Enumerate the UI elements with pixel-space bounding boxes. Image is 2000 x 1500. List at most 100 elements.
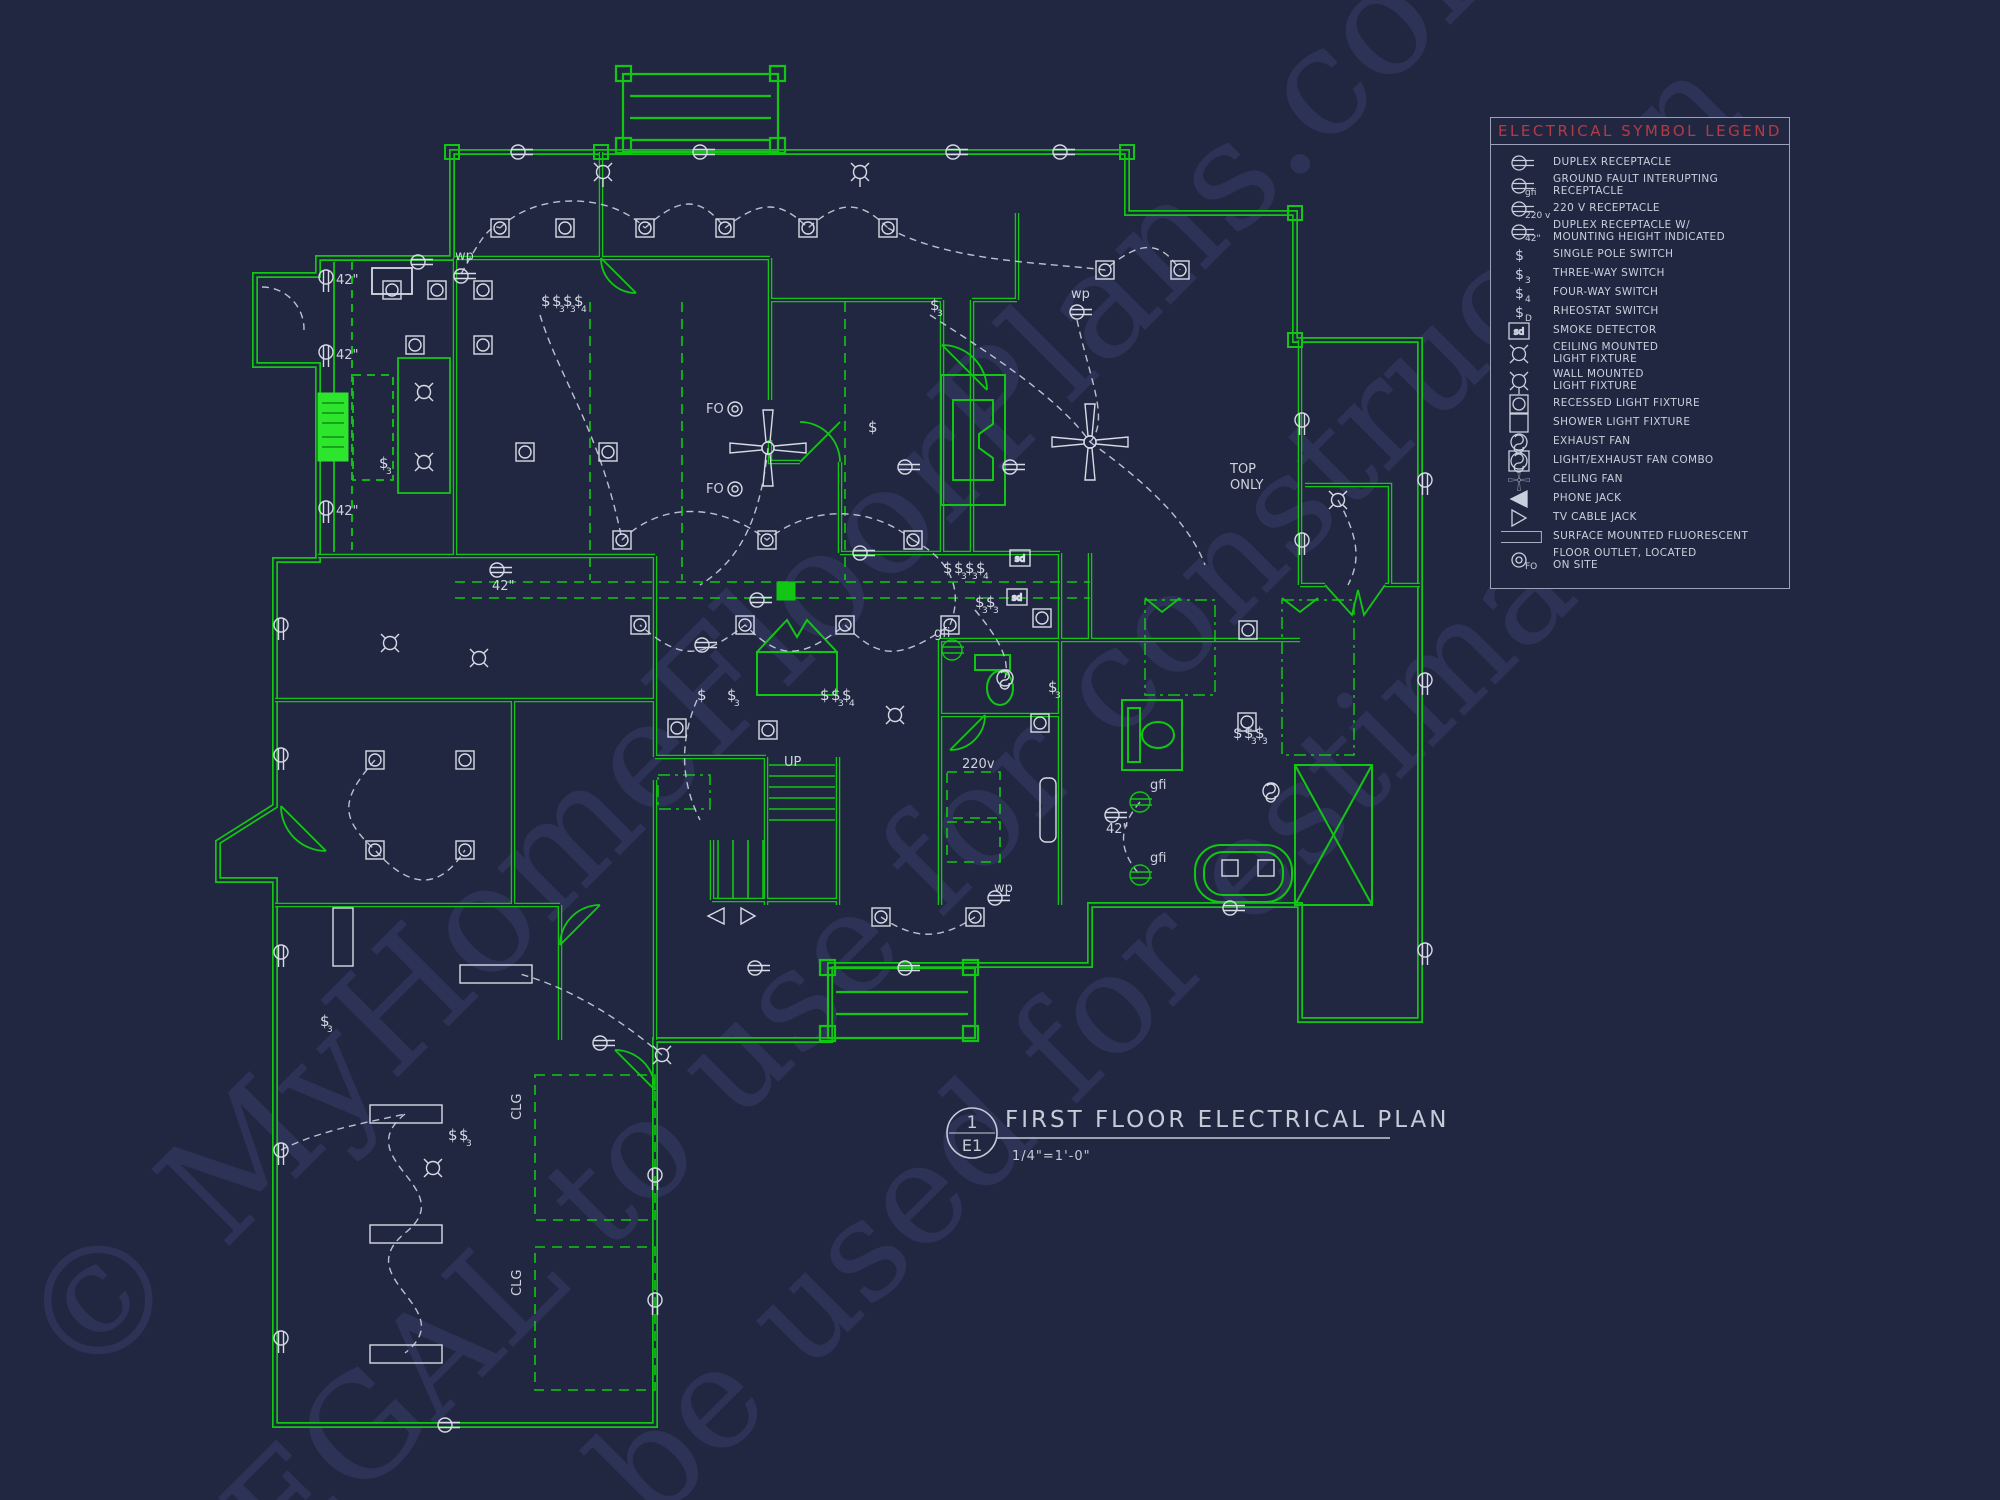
switch-sub: 4 xyxy=(581,305,587,315)
svg-text:3: 3 xyxy=(1525,276,1531,286)
switch-sub: 3 xyxy=(466,1139,472,1149)
svg-text:gfi: gfi xyxy=(1525,188,1536,198)
switch-sub: 3 xyxy=(838,699,844,709)
switch-icon: $ xyxy=(954,559,964,577)
doors xyxy=(280,257,1386,1091)
switch-sub: 3 xyxy=(1262,737,1268,747)
switch-sub: 3 xyxy=(327,1025,333,1035)
legend-row: CEILING FAN xyxy=(1501,468,1785,491)
detail-number: 1 xyxy=(967,1113,978,1133)
stairs xyxy=(717,764,835,898)
switch-icon: $ xyxy=(965,559,975,577)
svg-text:$: $ xyxy=(1515,305,1524,321)
switch-icon: $ xyxy=(943,559,953,577)
switch-sub: 3 xyxy=(1251,737,1257,747)
switch-icon: $ xyxy=(448,1126,458,1144)
annotation-label: 42" xyxy=(336,348,359,363)
annotation-label: FO xyxy=(706,482,724,497)
sw-icon: $ xyxy=(1501,242,1553,268)
switch-sub: 3 xyxy=(1055,691,1061,701)
switch-sub: 4 xyxy=(983,572,989,582)
sw-icon: $3 xyxy=(1501,261,1553,287)
switch-icon: $ xyxy=(574,292,584,310)
switch-icon: $ xyxy=(563,292,573,310)
annotation-label: 42" xyxy=(336,273,359,288)
legend-label: PHONE JACK xyxy=(1553,491,1622,504)
sw-icon: $4 xyxy=(1501,280,1553,306)
legend-label: DUPLEX RECEPTACLE W/MOUNTING HEIGHT INDI… xyxy=(1553,219,1726,243)
switch-icon: $ xyxy=(459,1126,469,1144)
annotation-label: gfi xyxy=(1150,778,1166,793)
legend-label: RHEOSTAT SWITCH xyxy=(1553,304,1659,317)
legend-row: RECESSED LIGHT FIXTURE xyxy=(1501,393,1785,414)
switch-icon: $ xyxy=(868,418,878,436)
switch-icon: $ xyxy=(976,559,986,577)
legend-row: SURFACE MOUNTED FLUORESCENT xyxy=(1501,527,1785,546)
legend-label: RECESSED LIGHT FIXTURE xyxy=(1553,396,1700,409)
legend-row: $SINGLE POLE SWITCH xyxy=(1501,245,1785,264)
switch-sub: 3 xyxy=(734,699,740,709)
annotation-label: FO xyxy=(706,402,724,417)
switch-sub: 3 xyxy=(961,572,967,582)
legend-row: TV CABLE JACK xyxy=(1501,508,1785,527)
legend-row: SHOWER LIGHT FIXTURE xyxy=(1501,412,1785,433)
legend-label: SMOKE DETECTOR xyxy=(1553,323,1657,336)
recept-icon: gfi xyxy=(1501,173,1553,199)
switch-icon: $ xyxy=(727,686,737,704)
annotation-label: CLG xyxy=(510,1270,525,1296)
legend-row: SMOKE DETECTOR xyxy=(1501,321,1785,340)
fo-icon: FO xyxy=(1501,547,1553,573)
annotation-label: TOP xyxy=(1229,462,1256,477)
switch-icon: $ xyxy=(930,296,940,314)
legend-label: SINGLE POLE SWITCH xyxy=(1553,247,1674,260)
electrical-symbol-legend: ELECTRICAL SYMBOL LEGEND DUPLEX RECEPTAC… xyxy=(1490,117,1790,589)
svg-text:FO: FO xyxy=(1525,562,1537,572)
svg-text:D: D xyxy=(1525,314,1532,324)
switch-sub: 3 xyxy=(972,572,978,582)
recept-icon: 220 v xyxy=(1501,196,1553,222)
annotation-label: ONLY xyxy=(1230,478,1263,493)
switch-icon: $ xyxy=(697,686,707,704)
switch-icon: $ xyxy=(831,686,841,704)
title-block: 1 E1 FIRST FLOOR ELECTRICAL PLAN 1/4"=1'… xyxy=(946,1107,1450,1164)
legend-label: 220 V RECEPTACLE xyxy=(1553,201,1660,214)
switch-sub: 3 xyxy=(993,606,999,616)
sheet-number: E1 xyxy=(962,1136,982,1155)
switch-icon: $ xyxy=(379,454,389,472)
switch-sub: 3 xyxy=(982,606,988,616)
switch-icon: $ xyxy=(1048,678,1058,696)
switch-sub: 3 xyxy=(559,305,565,315)
annotation-label: 42" xyxy=(336,504,359,519)
annotation-label: gfi xyxy=(1150,851,1166,866)
legend-label: SHOWER LIGHT FIXTURE xyxy=(1553,415,1691,428)
legend-label: DUPLEX RECEPTACLE xyxy=(1553,155,1672,168)
annotation-label: gfi xyxy=(934,626,950,641)
annotation-label: CLG xyxy=(510,1094,525,1120)
legend-label: CEILING FAN xyxy=(1553,472,1623,485)
legend-row: LIGHT/EXHAUST FAN COMBO xyxy=(1501,451,1785,470)
switch-icon: $ xyxy=(1233,724,1243,742)
switch-icon: $ xyxy=(820,686,830,704)
annotation-label: wp xyxy=(1071,287,1090,302)
switch-icon: $ xyxy=(1244,724,1254,742)
svg-text:$: $ xyxy=(1515,267,1524,283)
wiring-runs xyxy=(261,200,1357,1354)
switch-icon: $ xyxy=(1255,724,1265,742)
legend-row: DUPLEX RECEPTACLE xyxy=(1501,153,1785,172)
legend-row: $D RHEOSTAT SWITCH xyxy=(1501,302,1785,324)
annotation-label: UP xyxy=(784,755,802,770)
legend-label: SURFACE MOUNTED FLUORESCENT xyxy=(1553,529,1749,542)
svg-text:4: 4 xyxy=(1525,295,1531,305)
drawing-title: FIRST FLOOR ELECTRICAL PLAN xyxy=(1005,1107,1450,1133)
bottom-deck xyxy=(818,958,980,1043)
